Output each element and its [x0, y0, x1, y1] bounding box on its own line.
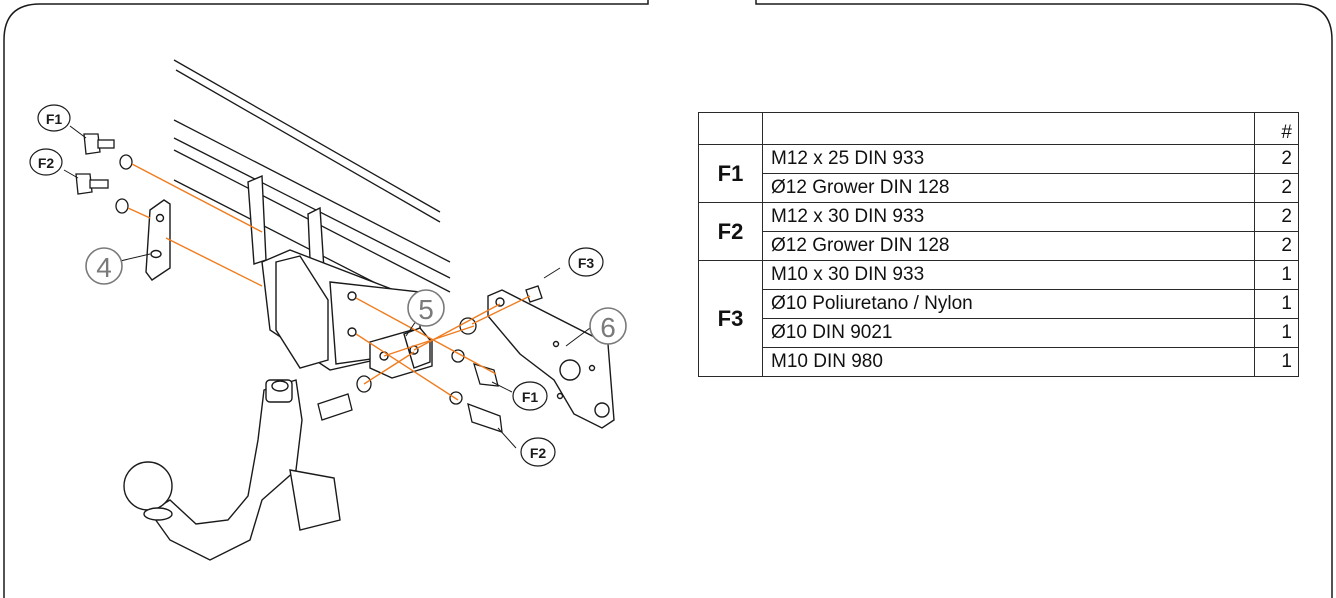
assembly-guide-lines: [127, 163, 531, 401]
callout-f1-bottom: F1: [512, 381, 548, 411]
tow-ball-assembly: [123, 379, 341, 561]
fastener-parts-table: # F1 M12 x 25 DIN 933 2 Ø12 Grower DIN 1…: [698, 112, 1299, 377]
table-header-row: #: [698, 112, 1299, 145]
callout-f2-top: F2: [29, 148, 63, 176]
group-code-f3: F3: [698, 260, 763, 377]
item-qty: 2: [1254, 173, 1299, 203]
header-cell-group: [698, 112, 763, 145]
item-desc: M12 x 25 DIN 933: [762, 144, 1255, 174]
callout-f3: F3: [568, 247, 604, 277]
part-5-bracket: [369, 327, 433, 379]
group-code-f2: F2: [698, 202, 763, 261]
item-desc: M10 DIN 980: [762, 347, 1255, 377]
item-qty: 2: [1254, 231, 1299, 261]
item-desc: Ø12 Grower DIN 128: [762, 173, 1255, 203]
table-row: Ø12 Grower DIN 128 2: [699, 173, 1299, 203]
callout-part-6: 6: [589, 307, 627, 345]
callout-part-5: 5: [407, 289, 445, 327]
part-6-socket-plate: [487, 289, 615, 429]
svg-text:F1: F1: [522, 389, 539, 405]
item-desc: Ø12 Grower DIN 128: [762, 231, 1255, 261]
item-qty: 1: [1254, 347, 1299, 377]
table-row: M10 DIN 980 1: [699, 347, 1299, 377]
table-row: Ø10 DIN 9021 1: [699, 318, 1299, 348]
svg-text:F2: F2: [530, 445, 547, 461]
item-qty: 2: [1254, 202, 1299, 232]
item-qty: 2: [1254, 144, 1299, 174]
table-row: Ø10 Poliuretano / Nylon 1: [699, 289, 1299, 319]
svg-text:F1: F1: [46, 111, 63, 127]
item-desc: M10 x 30 DIN 933: [762, 260, 1255, 290]
table-row: F2 M12 x 30 DIN 933 2: [698, 202, 1299, 261]
table-row: Ø12 Grower DIN 128 2: [699, 231, 1299, 261]
item-desc: M12 x 30 DIN 933: [762, 202, 1255, 232]
group-code-f1: F1: [698, 144, 763, 203]
item-desc: Ø10 DIN 9021: [762, 318, 1255, 348]
item-qty: 1: [1254, 289, 1299, 319]
fasteners: [75, 133, 543, 433]
header-cell-desc: [762, 112, 1255, 145]
svg-text:6: 6: [600, 312, 616, 343]
header-cell-qty: #: [1254, 112, 1299, 145]
part-4-bracket: [145, 199, 171, 281]
item-qty: 1: [1254, 260, 1299, 290]
item-qty: 1: [1254, 318, 1299, 348]
table-row: F3 M10 x 30 DIN 933 1: [698, 260, 1299, 377]
callout-part-4: 4: [85, 247, 123, 285]
callout-f1-top: F1: [37, 104, 71, 132]
svg-text:F3: F3: [578, 255, 595, 271]
item-desc: Ø10 Poliuretano / Nylon: [762, 289, 1255, 319]
svg-text:5: 5: [418, 294, 434, 325]
table-row: F1 M12 x 25 DIN 933 2: [698, 144, 1299, 203]
svg-text:4: 4: [96, 252, 112, 283]
svg-text:F2: F2: [38, 155, 55, 171]
callout-f2-bottom: F2: [520, 437, 556, 467]
